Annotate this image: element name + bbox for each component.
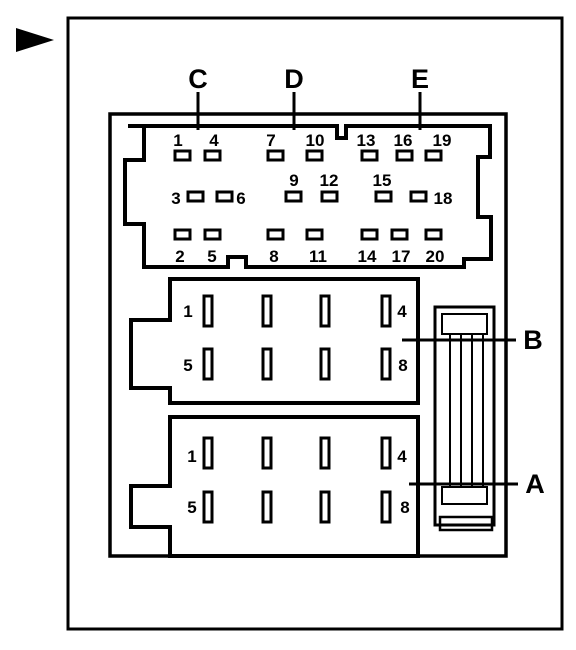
pin-slot bbox=[409, 190, 428, 203]
pin-slot bbox=[424, 228, 443, 241]
pin-number: 15 bbox=[373, 171, 392, 190]
outer-frame bbox=[66, 16, 564, 631]
blade-pin bbox=[202, 347, 214, 381]
pin-slot bbox=[173, 149, 192, 162]
pin-slot bbox=[320, 190, 339, 203]
top-connector-outline bbox=[123, 124, 493, 269]
connector-b-pins bbox=[202, 294, 392, 381]
section-label-d: D bbox=[284, 64, 304, 94]
pin-slot bbox=[173, 228, 192, 241]
pin-number: 1 bbox=[187, 447, 196, 466]
pin-number: 4 bbox=[397, 302, 407, 321]
pin-number: 9 bbox=[289, 171, 298, 190]
pin-number: 14 bbox=[358, 247, 377, 266]
blade-pin bbox=[261, 436, 273, 470]
pin-slot bbox=[374, 190, 393, 203]
blade-pin bbox=[380, 294, 392, 328]
pin-number: 5 bbox=[187, 498, 196, 517]
blade-pin bbox=[319, 490, 331, 524]
pin-number: 19 bbox=[433, 131, 452, 150]
pin-number: 10 bbox=[306, 131, 325, 150]
pin-number: 8 bbox=[398, 356, 407, 375]
pin-slot bbox=[424, 149, 443, 162]
blade-pin bbox=[380, 490, 392, 524]
blade-pin bbox=[380, 436, 392, 470]
pin-number: 4 bbox=[397, 447, 407, 466]
pin-number: 8 bbox=[400, 498, 409, 517]
blade-pin bbox=[319, 347, 331, 381]
pin-slot bbox=[284, 190, 303, 203]
section-label-c: C bbox=[188, 64, 208, 94]
top-connector-slots bbox=[173, 149, 443, 241]
pin-number: 18 bbox=[434, 189, 453, 208]
blade-pin bbox=[202, 490, 214, 524]
connector-label-a: A bbox=[525, 469, 545, 499]
pin-number: 20 bbox=[426, 247, 445, 266]
blade-pin bbox=[319, 436, 331, 470]
pin-slot bbox=[203, 149, 222, 162]
pin-slot bbox=[203, 228, 222, 241]
pin-number: 4 bbox=[209, 131, 219, 150]
connector-a-outline bbox=[129, 415, 420, 558]
blade-pin bbox=[202, 436, 214, 470]
pin-slot bbox=[360, 228, 379, 241]
blade-pin bbox=[380, 347, 392, 381]
blade-pin bbox=[261, 490, 273, 524]
pin-slot bbox=[215, 190, 234, 203]
connector-label-b: B bbox=[523, 325, 543, 355]
pin-number: 11 bbox=[309, 247, 327, 266]
pin-number: 16 bbox=[394, 131, 413, 150]
pin-number: 6 bbox=[236, 189, 245, 208]
pin-number: 5 bbox=[207, 247, 216, 266]
pin-slot bbox=[395, 149, 414, 162]
pin-number: 3 bbox=[171, 189, 180, 208]
pin-slot bbox=[360, 149, 379, 162]
pin-slot bbox=[305, 228, 324, 241]
pin-number: 8 bbox=[269, 247, 278, 266]
blade-pin bbox=[319, 294, 331, 328]
pin-number: 1 bbox=[173, 131, 182, 150]
section-label-e: E bbox=[411, 64, 429, 94]
pin-number: 7 bbox=[266, 131, 275, 150]
pin-number: 12 bbox=[320, 171, 339, 190]
pin-slot bbox=[390, 228, 409, 241]
connector-a-pins bbox=[202, 436, 392, 524]
locking-latch bbox=[433, 305, 496, 532]
pin-slot bbox=[266, 228, 285, 241]
top-pin-numbers: 1 4 7 10 13 16 19 9 12 15 3 6 18 2 5 8 1… bbox=[171, 131, 452, 266]
pin-slot bbox=[305, 149, 324, 162]
pin-number: 1 bbox=[183, 302, 192, 321]
pin-number: 17 bbox=[392, 247, 411, 266]
connector-b-outline bbox=[129, 277, 420, 405]
pin-slot bbox=[266, 149, 285, 162]
right-pointing-triangle-icon bbox=[16, 28, 54, 52]
pin-slot bbox=[186, 190, 205, 203]
blade-pin bbox=[202, 294, 214, 328]
pin-number: 13 bbox=[357, 131, 376, 150]
pin-number: 2 bbox=[175, 247, 184, 266]
blade-pin bbox=[261, 294, 273, 328]
pin-number: 5 bbox=[183, 356, 192, 375]
blade-pin bbox=[261, 347, 273, 381]
